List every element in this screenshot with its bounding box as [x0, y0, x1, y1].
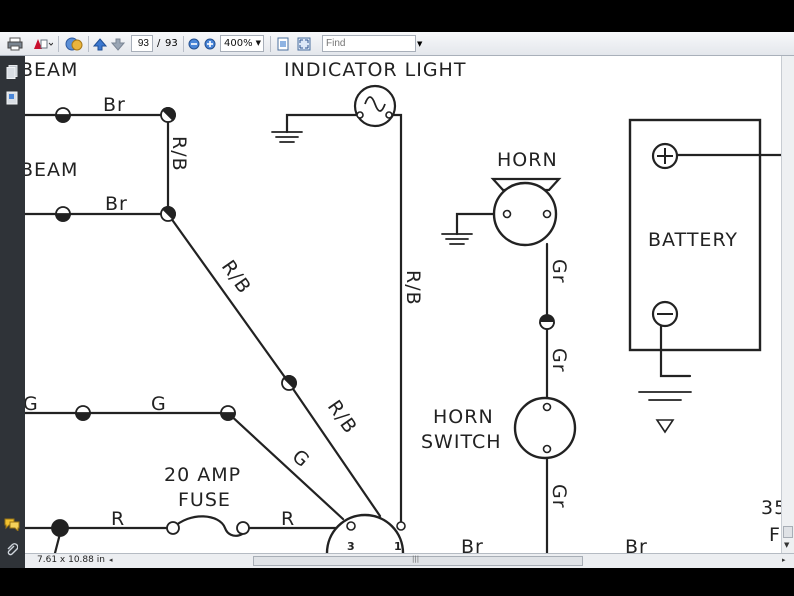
collaborate-icon[interactable] [63, 35, 85, 53]
toolbar-separator [270, 36, 271, 52]
horn-switch-symbol [513, 396, 577, 460]
document-page: BEAM BEAM INDICATOR LIGHT HORN BATTERY H… [25, 56, 781, 553]
zoom-level-select[interactable]: 400% ▼ [220, 35, 264, 52]
label-terminal-3: 3 [347, 540, 355, 553]
label-terminal-1: 1 [394, 540, 402, 553]
label-beam-top: BEAM [25, 59, 78, 81]
horizontal-scrollbar[interactable]: ||| [133, 555, 794, 566]
grip-icon: ||| [412, 555, 420, 563]
chevron-down-icon: ▼ [255, 39, 261, 47]
pages-panel-icon[interactable] [4, 64, 20, 80]
label-bottom-br-2: Br [625, 536, 648, 553]
scroll-right-arrow-icon[interactable]: ▸ [782, 556, 786, 564]
label-wire-g-diagonal: G [288, 445, 314, 472]
toolbar-separator [58, 36, 59, 52]
label-edge-f: F [769, 524, 781, 546]
battery-terminals [651, 142, 679, 328]
page-separator: / [157, 38, 161, 49]
connector-block [325, 513, 406, 553]
zoom-out-icon[interactable] [187, 35, 201, 53]
label-horn-switch-line1: HORN [433, 406, 494, 428]
label-wire-gr-2: Gr [548, 348, 570, 373]
label-wire-g-mid: G [151, 393, 167, 415]
vertical-scrollbar[interactable]: ▼ [781, 56, 794, 553]
label-wire-rb-vertical: R/B [168, 136, 190, 172]
acrobat-tools-icon[interactable] [30, 35, 54, 53]
label-beam-mid: BEAM [25, 159, 78, 181]
indicator-light-symbol [353, 84, 397, 128]
page-size-readout: 7.61 x 10.88 in [37, 555, 105, 565]
full-screen-icon[interactable] [296, 35, 312, 53]
label-wire-rb-diagonal-2: R/B [323, 396, 361, 438]
scroll-left-arrow-icon[interactable]: ◂ [109, 556, 113, 564]
zoom-in-icon[interactable] [203, 35, 217, 53]
label-wire-gr-1: Gr [548, 259, 570, 284]
label-fuse-line1: 20 AMP [164, 464, 241, 486]
navigation-sidebar [0, 56, 25, 568]
label-horn-switch-line2: SWITCH [421, 431, 502, 453]
scroll-down-arrow-icon[interactable]: ▼ [784, 541, 790, 549]
next-page-icon[interactable] [110, 35, 126, 53]
toolbar-separator [183, 36, 184, 52]
label-wire-br-mid: Br [105, 193, 128, 215]
page-number-input[interactable] [131, 35, 153, 52]
label-horn: HORN [497, 149, 558, 171]
wiring-diagram: BEAM BEAM INDICATOR LIGHT HORN BATTERY H… [25, 59, 781, 553]
zoom-level-value: 400% [224, 38, 253, 49]
label-wire-r-left: R [111, 508, 125, 530]
attachments-panel-icon[interactable] [4, 542, 20, 558]
fit-page-icon[interactable] [276, 35, 290, 53]
find-options-chevron-icon[interactable]: ▼ [417, 40, 423, 48]
label-wire-rb-right: R/B [402, 270, 424, 306]
horn-symbol [490, 177, 562, 247]
page-total: 93 [165, 38, 178, 49]
label-fuse-line2: FUSE [178, 489, 231, 511]
label-wire-r-right: R [281, 508, 295, 530]
label-wire-br-top: Br [103, 94, 126, 116]
comments-panel-icon[interactable] [4, 516, 20, 532]
label-wire-gr-3: Gr [548, 484, 570, 509]
label-indicator-light: INDICATOR LIGHT [284, 59, 466, 81]
label-bottom-br-1: Br [461, 536, 484, 553]
toolbar-separator [88, 36, 89, 52]
find-input[interactable] [322, 35, 416, 52]
previous-page-icon[interactable] [92, 35, 108, 53]
toolbar: / 93 400% ▼ ▼ [0, 32, 794, 56]
label-battery: BATTERY [648, 229, 738, 251]
print-icon[interactable] [6, 35, 24, 53]
bookmarks-panel-icon[interactable] [4, 90, 20, 106]
label-edge-35: 35 [761, 497, 781, 519]
status-bar: 7.61 x 10.88 in ◂ ||| ▸ [25, 553, 794, 568]
horizontal-scrollbar-thumb[interactable]: ||| [253, 555, 583, 566]
vertical-scrollbar-thumb[interactable] [783, 526, 793, 538]
label-wire-g-left: G [25, 393, 39, 415]
